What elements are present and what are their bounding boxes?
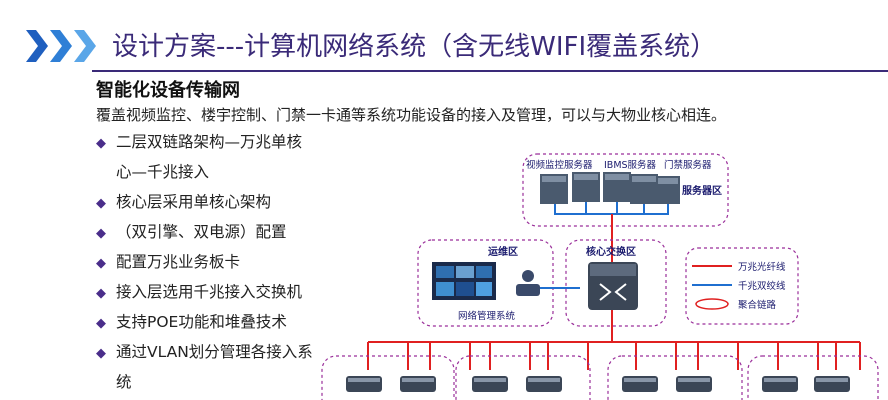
bullet-item: ◆接入层选用千兆接入交换机 — [96, 283, 303, 301]
legend-twisted-pair-label: 千兆双绞线 — [738, 281, 786, 292]
diamond-bullet-icon: ◆ — [96, 346, 106, 361]
section-title: 智能化设备传输网 — [96, 80, 240, 101]
title-divider — [92, 70, 888, 72]
bullet-item: ◆通过VLAN划分管理各接入系 — [96, 343, 313, 361]
server-icon — [603, 172, 631, 202]
bullet-item: ◆核心层采用单核心架构 — [96, 193, 272, 211]
legend-aggregation-label: 聚合链路 — [738, 300, 777, 311]
server-icon — [630, 174, 658, 204]
bullet-item: ◆支持POE功能和堆叠技术 — [96, 313, 287, 331]
legend-box — [685, 247, 799, 325]
bullet-item: ◆二层双链路架构—万兆单核 — [96, 133, 303, 151]
ops-zone-label: 运维区 — [488, 247, 518, 258]
operator-icon — [516, 270, 540, 296]
diamond-bullet-icon: ◆ — [96, 256, 106, 271]
server-icon — [572, 172, 600, 202]
page-title: 设计方案---计算机网络系统（含无线WIFI覆盖系统） — [112, 32, 717, 62]
access-group-box — [455, 355, 591, 400]
core-zone-box — [565, 239, 667, 327]
diamond-bullet-icon: ◆ — [96, 286, 106, 301]
bullet-item-continuation: 统 — [116, 373, 132, 391]
bullet-item-continuation: 心—千兆接入 — [116, 163, 210, 181]
bullet-item: ◆（双引擎、双电源）配置 — [96, 223, 287, 241]
legend-fiber-label: 万兆光纤线 — [738, 262, 786, 273]
bullet-item: ◆配置万兆业务板卡 — [96, 253, 241, 271]
chevron-logo-icon — [26, 30, 96, 62]
access-group-box — [607, 355, 743, 400]
ops-zone-box — [417, 239, 554, 327]
diamond-bullet-icon: ◆ — [96, 136, 106, 151]
server-icon — [656, 176, 680, 204]
diamond-bullet-icon: ◆ — [96, 226, 106, 241]
diamond-bullet-icon: ◆ — [96, 316, 106, 331]
access-group-box — [747, 355, 879, 400]
server-label: IBMS服务器 — [604, 160, 657, 171]
core-switch-icon — [588, 262, 638, 310]
diamond-bullet-icon: ◆ — [96, 196, 106, 211]
server-label: 门禁服务器 — [664, 160, 712, 171]
section-description: 覆盖视频监控、楼宇控制、门禁一卡通等系统功能设备的接入及管理，可以与大物业核心相… — [96, 106, 727, 124]
server-icon — [540, 174, 568, 204]
server-zone-label: 服务器区 — [682, 186, 722, 197]
core-zone-label: 核心交换区 — [586, 247, 636, 258]
server-label: 视频监控服务器 — [526, 160, 593, 171]
nms-label: 网络管理系统 — [458, 311, 516, 322]
